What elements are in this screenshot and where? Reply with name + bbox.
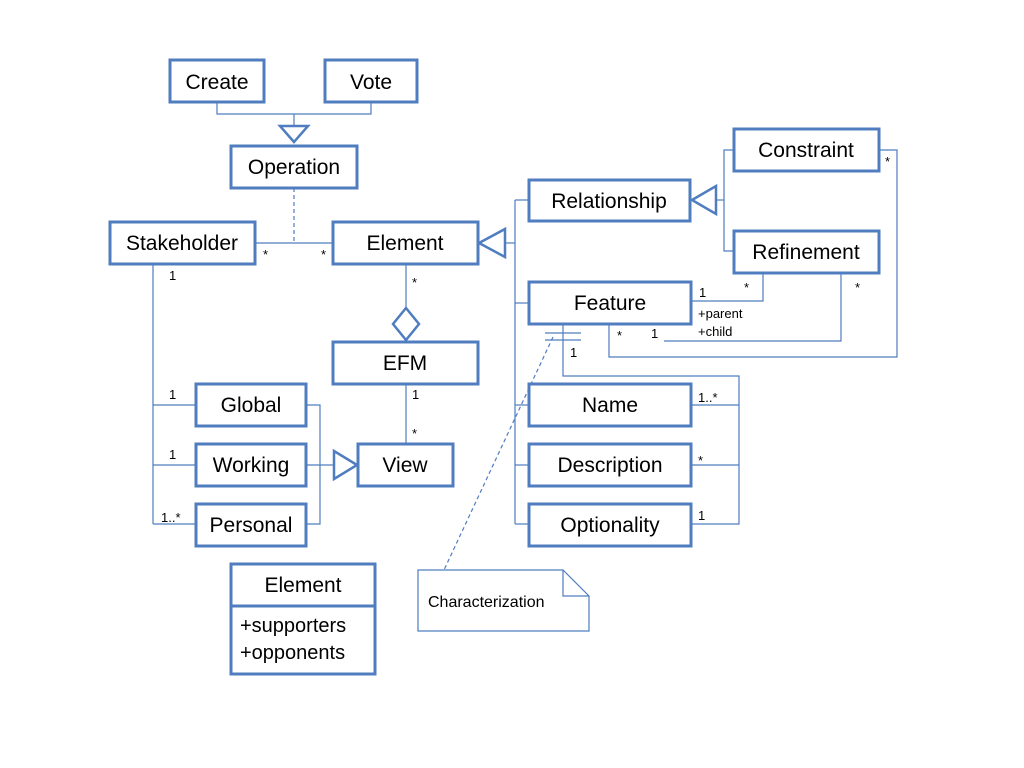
vote-to-operation-line [294,102,372,115]
constraint-to-relationship-line [723,149,734,200]
efm-class: EFM [331,340,480,386]
element-label: Element [366,232,443,255]
create-class: Create [168,58,266,104]
mult-efm-1: 1 [412,387,419,402]
view-label: View [382,454,428,477]
role-parent: +parent [698,306,743,321]
constraint-label: Constraint [758,139,854,162]
refinement-label: Refinement [752,241,860,264]
personal-label: Personal [210,514,293,537]
mult-stakeholder-element-a: * [263,247,268,262]
mult-description-star: * [698,453,703,468]
relationship-label: Relationship [551,190,667,213]
element-attributes-title: Element [264,574,341,597]
mult-view-star: * [412,426,417,441]
operation-generalization-arrow [277,124,311,144]
feature-label: Feature [574,292,646,315]
refinement-to-relationship-line [723,200,734,252]
personal-class: Personal [194,502,308,548]
characterization-note-text: Characterization [428,594,545,611]
feature-class: Feature [527,280,693,326]
name-label: Name [582,394,638,417]
mult-feature-1: 1 [651,326,658,341]
stakeholder-label: Stakeholder [126,232,238,255]
mult-constraint-star: * [885,154,890,169]
mult-stakeholder-1: 1 [169,268,176,283]
mult-working-1: 1 [169,447,176,462]
characterization-note: Characterization [417,569,590,632]
arrowheads [277,124,718,482]
role-child: +child [698,324,732,339]
connectors [152,102,898,571]
personal-to-view-line [306,465,321,525]
mult-element-efm: * [412,275,417,290]
refinement-class: Refinement [732,229,881,275]
view-class: View [356,442,455,488]
feature-characterization-line [562,324,740,525]
relationship-generalization-arrow [689,183,718,217]
working-label: Working [213,454,290,477]
description-label: Description [557,454,662,477]
feature-constraint-line [608,149,898,358]
efm-aggregation-diamond [391,306,421,342]
feature-refinement-child-line [664,273,842,342]
mult-feature-refinement-1: 1 [699,285,706,300]
vote-class: Vote [323,58,419,104]
description-class: Description [527,442,693,488]
vote-label: Vote [350,71,392,94]
mult-feature-star: * [617,328,622,343]
element-generalization-arrow [476,226,507,260]
mult-stakeholder-element-b: * [321,247,326,262]
mult-name-1n: 1..* [698,390,718,405]
mult-refinement-star: * [855,280,860,295]
working-class: Working [194,442,308,488]
global-label: Global [221,394,282,417]
operation-class: Operation [229,144,359,190]
optionality-label: Optionality [560,514,660,537]
name-class: Name [527,382,693,428]
mult-global-1: 1 [169,387,176,402]
mult-optionality-1: 1 [698,508,705,523]
create-to-operation-line [216,102,294,115]
characterization-note-link [443,336,554,571]
element-attributes-class: Element [229,562,377,676]
feature-refinement-parent-line [691,273,764,302]
global-to-view-line [306,404,321,465]
supporters-attribute: +supporters [240,615,346,637]
efm-label: EFM [383,352,427,375]
global-class: Global [194,382,308,428]
constraint-class: Constraint [732,127,881,173]
mult-personal-1n: 1..* [161,510,181,525]
multiplicity-labels: * * 1 * 1 * * * * 1 1 1 * 1 1 1..* 1..* … [161,154,890,525]
element-class: Element [331,220,480,266]
operation-label: Operation [248,156,340,179]
create-label: Create [185,71,248,94]
view-generalization-arrow [332,448,360,482]
optionality-class: Optionality [527,502,693,548]
mult-feature-refinement-star: * [744,280,749,295]
stakeholder-class: Stakeholder [108,220,257,266]
relationship-class: Relationship [527,178,692,223]
mult-feature-char-1: 1 [570,345,577,360]
opponents-attribute: +opponents [240,642,345,664]
